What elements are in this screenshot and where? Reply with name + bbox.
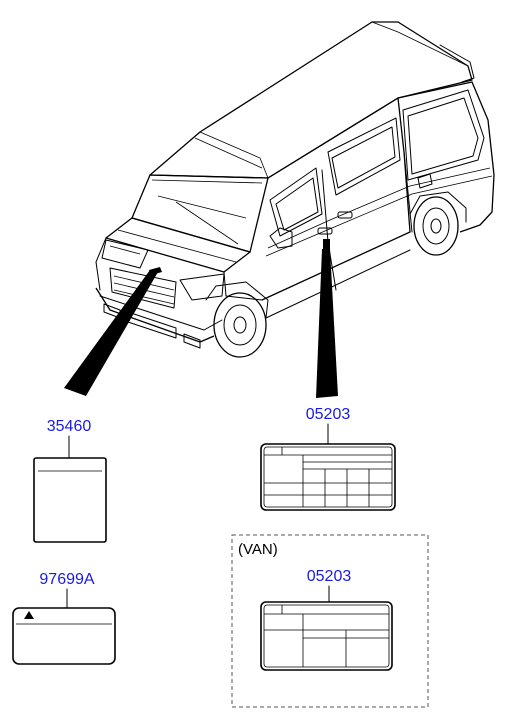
van-variant-frame: [231, 534, 429, 708]
van-door-label-table-icon: [260, 601, 393, 671]
van-illustration: [95, 21, 495, 358]
leader-hood-label: [64, 270, 158, 396]
part-number-97699A[interactable]: 97699A: [39, 571, 94, 588]
caution-label-icon: [12, 607, 116, 665]
leader-door-label: [316, 249, 338, 398]
part-number-35460[interactable]: 35460: [47, 418, 92, 435]
part-number-05203-van[interactable]: 05203: [307, 568, 352, 585]
door-label-group: 05203: [260, 406, 396, 511]
part-number-05203[interactable]: 05203: [306, 406, 351, 423]
variant-label: (VAN): [238, 541, 278, 558]
door-label-table-icon: [260, 443, 396, 511]
caution-label-group: 97699A: [12, 571, 116, 665]
warning-triangle-icon: [24, 611, 34, 619]
hood-label-icon: [33, 457, 107, 543]
hood-label-group: 35460: [33, 418, 107, 543]
van-variant-group: (VAN) 05203: [231, 534, 429, 708]
